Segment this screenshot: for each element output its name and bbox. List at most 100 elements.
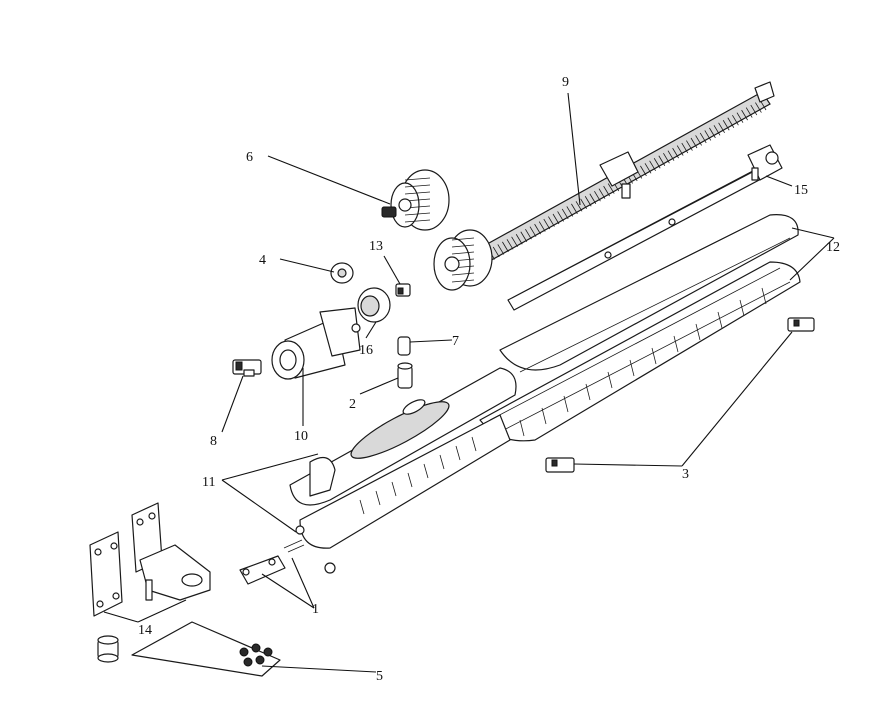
detail-line	[673, 335, 679, 353]
detail-line	[525, 228, 532, 240]
leader-4	[279, 258, 335, 273]
detail-line	[471, 436, 477, 452]
detail-line	[359, 499, 365, 515]
detail-line	[455, 445, 461, 461]
leader-3b	[681, 331, 793, 467]
leader-lines	[103, 92, 835, 673]
detail-line	[451, 272, 475, 276]
callout-3: 3	[682, 467, 689, 482]
leader-15	[765, 175, 793, 187]
detail-line	[557, 211, 564, 222]
detail-line	[375, 490, 381, 506]
detail-line	[658, 155, 666, 166]
detail-line	[717, 311, 723, 329]
detail-line	[571, 203, 578, 215]
detail-line	[543, 218, 551, 230]
detail-line	[741, 109, 748, 121]
detail-line	[584, 196, 592, 207]
detail-line	[695, 135, 702, 146]
leader-11b	[221, 479, 297, 533]
front-bracket	[239, 539, 305, 585]
callout-5: 5	[376, 669, 383, 684]
leader-1b	[291, 557, 315, 609]
detail-line	[541, 407, 547, 425]
callout-14: 14	[138, 623, 152, 638]
detail-line	[640, 165, 647, 177]
detail-line	[423, 463, 429, 479]
callout-4: 4	[259, 253, 266, 268]
detail-line	[575, 201, 583, 212]
detail-line	[727, 117, 735, 128]
detail-line	[391, 481, 397, 497]
front-housing-ribs	[359, 436, 477, 515]
callout-10: 10	[294, 429, 308, 444]
leader-1a	[261, 573, 315, 609]
detail-line	[755, 102, 762, 113]
detail-line	[607, 371, 613, 389]
leader-12b	[789, 237, 835, 281]
callout-8: 8	[210, 434, 217, 449]
detail-line	[676, 145, 684, 156]
detail-line	[404, 219, 431, 223]
detail-line	[644, 163, 652, 174]
detail-line	[506, 239, 514, 250]
detail-line	[534, 223, 541, 235]
gear-drum-upper	[381, 169, 450, 231]
detail-line	[538, 221, 546, 232]
small-pin	[397, 336, 411, 356]
leader-5	[261, 665, 377, 673]
detail-line	[667, 150, 675, 161]
gearbox	[357, 287, 391, 323]
callout-labels: 9 6 15 12 13 4 16 7 2 10 8 11 3 1 14 5	[138, 75, 840, 684]
detail-line	[722, 120, 730, 131]
upper-cover	[499, 214, 799, 373]
detail-line	[520, 231, 528, 242]
detail-line	[515, 234, 523, 245]
detail-line	[404, 184, 431, 188]
detail-line	[404, 177, 431, 181]
detail-line	[663, 152, 670, 164]
detail-line	[761, 287, 767, 305]
detail-line	[580, 198, 587, 210]
detail-line	[649, 160, 656, 172]
worm-screw-shaft	[479, 81, 775, 263]
detail-line	[439, 454, 445, 470]
detail-line	[561, 208, 569, 220]
detail-line	[653, 158, 661, 169]
callout-7: 7	[452, 334, 459, 349]
detail-line	[407, 472, 413, 488]
leader-8	[221, 375, 244, 433]
detail-line	[451, 237, 475, 241]
rear-mount-bracket	[131, 502, 211, 601]
detail-line	[681, 142, 689, 154]
detail-line	[451, 279, 475, 283]
rear-mount-plate	[89, 531, 123, 617]
detail-line	[709, 127, 716, 139]
leader-16	[365, 321, 377, 339]
leader-11a	[221, 453, 319, 481]
leader-14a	[103, 611, 139, 623]
detail-line	[404, 191, 431, 195]
detail-line	[566, 206, 574, 217]
detail-line	[704, 130, 712, 141]
detail-line	[690, 137, 698, 149]
rear-rail-bracket	[507, 144, 783, 311]
detail-line	[732, 114, 739, 126]
detail-line	[739, 299, 745, 317]
detail-line	[552, 213, 560, 225]
gear-drum-lower	[433, 229, 493, 291]
detail-line	[686, 140, 693, 151]
coupling	[395, 283, 411, 297]
detail-line	[750, 104, 758, 116]
housing-ribs	[519, 287, 767, 437]
detail-line	[585, 383, 591, 401]
leader-12a	[791, 227, 835, 239]
detail-line	[589, 193, 597, 204]
leader-6	[267, 155, 391, 205]
detail-line	[502, 241, 509, 253]
callout-15: 15	[794, 183, 808, 198]
callout-13: 13	[369, 239, 383, 254]
detail-line	[651, 347, 657, 365]
leader-7	[409, 339, 453, 343]
